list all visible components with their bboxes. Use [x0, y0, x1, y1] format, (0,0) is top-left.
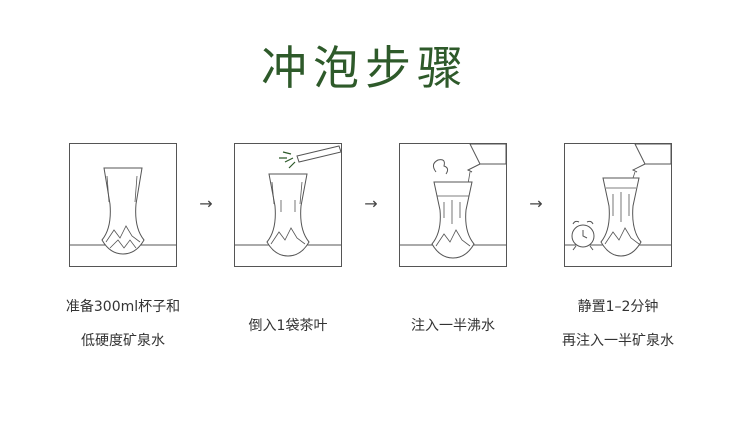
step-1-caption-line-1: 准备300ml杯子和 [65, 299, 181, 315]
step-2-illustration [234, 143, 342, 267]
glass-icon [266, 173, 310, 257]
step-arrow-1: → [199, 194, 213, 213]
page-title: 冲泡步骤 [261, 41, 469, 95]
step-3-caption-line-1: 注入一半沸水 [411, 318, 495, 334]
glass-icon [600, 177, 642, 257]
kettle-icon [465, 144, 506, 197]
steam-icon [432, 159, 449, 175]
step-4-caption-line-1: 静置1–2分钟 [577, 299, 659, 315]
step-4-illustration [564, 143, 672, 267]
tea-bag-icon [279, 145, 341, 169]
step-1-illustration [69, 143, 177, 267]
alarm-clock-icon [571, 220, 595, 251]
glass-icon [431, 181, 475, 259]
step-1-caption-line-2: 低硬度矿泉水 [81, 333, 165, 349]
step-3-illustration [399, 143, 507, 267]
step-arrow-3: → [529, 194, 543, 213]
step-4-caption-line-2: 再注入一半矿泉水 [562, 333, 674, 349]
step-arrow-2: → [364, 194, 378, 213]
glass-icon [70, 167, 176, 255]
step-2-caption-line-1: 倒入1袋茶叶 [248, 318, 328, 334]
